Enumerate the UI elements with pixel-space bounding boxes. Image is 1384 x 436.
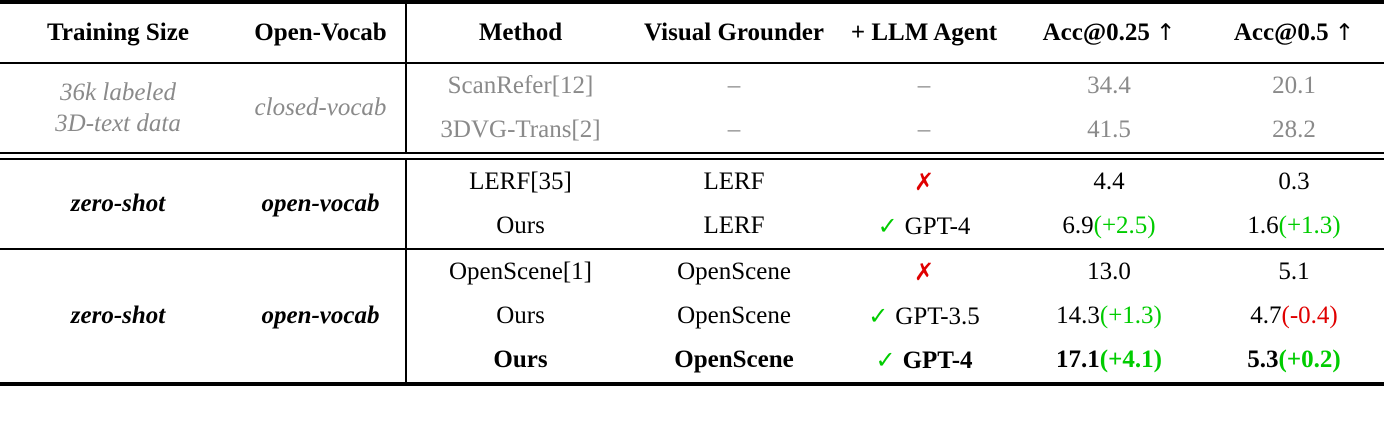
acc25-value: 4.4 — [1093, 168, 1125, 195]
cell-acc25: 41.5 — [1087, 116, 1131, 143]
acc25-delta: (+2.5) — [1093, 212, 1156, 239]
table-row: Ours LERF ✓GPT-4 6.9(+2.5) 1.6(+1.3) — [0, 204, 1384, 248]
group-training-size-openscene: zero-shot — [70, 302, 166, 330]
cell-llm-agent: ✗ — [834, 250, 1014, 294]
acc50-value: 5.3 — [1247, 346, 1279, 373]
group-open-vocab-supervised: closed-vocab — [254, 94, 387, 122]
check-icon: ✓ — [877, 211, 898, 240]
cell-method: Ours — [405, 338, 634, 382]
group-open-vocab-openscene: open-vocab — [261, 302, 380, 330]
llm-agent-label: GPT-3.5 — [895, 302, 980, 330]
cell-acc25: 13.0 — [1014, 250, 1204, 294]
acc50-value: 1.6 — [1247, 212, 1279, 239]
cross-icon: ✗ — [913, 167, 935, 196]
acc25-delta: (+4.1) — [1099, 346, 1162, 373]
cell-visual-grounder: LERF — [703, 212, 765, 239]
cell-acc25: 34.4 — [1087, 72, 1131, 99]
cell-llm-agent: – — [917, 72, 931, 99]
rule-top — [0, 0, 1384, 4]
cell-llm-agent: – — [917, 116, 931, 143]
cell-acc25: 14.3(+1.3) — [1014, 294, 1204, 338]
column-header-llm-agent: + LLM Agent — [850, 19, 998, 46]
cross-icon: ✗ — [913, 257, 935, 286]
cell-method: ScanRefer[12] — [405, 64, 634, 108]
acc50-value: 4.7 — [1250, 302, 1282, 329]
cell-acc50: 5.3(+0.2) — [1204, 338, 1384, 382]
acc50-value: 5.1 — [1278, 258, 1310, 285]
table-row: Ours OpenScene ✓GPT-4 17.1(+4.1) 5.3(+0.… — [0, 338, 1384, 382]
table-row: Ours OpenScene ✓GPT-3.5 14.3(+1.3) 4.7(-… — [0, 294, 1384, 338]
cell-visual-grounder: – — [727, 116, 741, 143]
llm-agent-group: ✓GPT-4 — [875, 346, 972, 375]
column-header-method: Method — [405, 4, 634, 62]
column-header-acc50: Acc@0.5 ↑ — [1204, 4, 1384, 62]
cell-method: Ours — [405, 294, 634, 338]
cell-visual-grounder: – — [727, 72, 741, 99]
acc25-value: 13.0 — [1087, 258, 1131, 285]
acc50-value: 0.3 — [1278, 168, 1310, 195]
cell-acc25: 17.1(+4.1) — [1014, 338, 1204, 382]
column-header-visual-grounder: Visual Grounder — [644, 19, 824, 46]
cell-llm-agent: ✓GPT-3.5 — [834, 294, 1014, 338]
cell-acc50: 0.3 — [1204, 160, 1384, 204]
llm-agent-label: GPT-4 — [904, 212, 971, 240]
acc25-header-text: Acc@0.25 — [1042, 19, 1150, 46]
llm-agent-group: ✓GPT-4 — [878, 212, 971, 241]
acc50-header-text: Acc@0.5 — [1233, 19, 1329, 46]
cell-method: LERF[35] — [405, 160, 634, 204]
cell-acc25: 4.4 — [1014, 160, 1204, 204]
column-header-training-size: Training Size — [47, 19, 189, 46]
acc50-delta: (-0.4) — [1281, 302, 1338, 329]
cell-method: 3DVG-Trans[2] — [405, 108, 634, 152]
group-open-vocab-lerf: open-vocab — [261, 190, 380, 218]
cell-acc50: 4.7(-0.4) — [1204, 294, 1384, 338]
up-arrow-icon: ↑ — [1156, 20, 1176, 46]
acc25-value: 6.9 — [1062, 212, 1094, 239]
table-row: zero-shot open-vocab OpenScene[1] OpenSc… — [0, 250, 1384, 329]
rule-bottom — [0, 382, 1384, 386]
cell-acc50: 20.1 — [1272, 72, 1316, 99]
rule-between-groups — [0, 248, 1384, 250]
training-size-line-2: 3D-text data — [55, 110, 181, 137]
check-icon: ✓ — [875, 345, 896, 374]
column-header-open-vocab: Open-Vocab — [254, 19, 387, 46]
results-table: Training Size Open-Vocab Method Visual G… — [0, 0, 1384, 386]
rule-below-header — [0, 62, 1384, 64]
cell-method: OpenScene[1] — [405, 250, 634, 294]
cell-visual-grounder: LERF — [703, 168, 765, 195]
cell-acc50: 1.6(+1.3) — [1204, 204, 1384, 248]
cell-llm-agent: ✓GPT-4 — [834, 338, 1014, 382]
cell-acc50: 5.1 — [1204, 250, 1384, 294]
column-header-acc25: Acc@0.25 ↑ — [1014, 4, 1204, 62]
llm-agent-label: GPT-4 — [902, 346, 973, 374]
acc50-delta: (+1.3) — [1278, 212, 1341, 239]
cell-visual-grounder: OpenScene — [677, 258, 791, 285]
group-training-size-supervised: 36k labeled 3D-text data — [0, 64, 236, 152]
check-icon: ✓ — [868, 301, 889, 330]
cell-llm-agent: ✓GPT-4 — [834, 204, 1014, 248]
table-row: zero-shot open-vocab LERF[35] LERF ✗ 4.4… — [0, 160, 1384, 217]
acc25-value: 17.1 — [1056, 346, 1100, 373]
acc50-delta: (+0.2) — [1278, 346, 1341, 373]
cell-method: Ours — [405, 204, 634, 248]
cell-visual-grounder: OpenScene — [674, 346, 794, 373]
cell-acc50: 28.2 — [1272, 116, 1316, 143]
cell-acc25: 6.9(+2.5) — [1014, 204, 1204, 248]
table-header-row: Training Size Open-Vocab Method Visual G… — [0, 4, 1384, 62]
group-training-size-lerf: zero-shot — [70, 190, 166, 218]
up-arrow-icon: ↑ — [1334, 20, 1355, 46]
cell-llm-agent: ✗ — [834, 160, 1014, 204]
cell-visual-grounder: OpenScene — [677, 302, 791, 329]
llm-agent-group: ✓GPT-3.5 — [868, 302, 980, 331]
table-row: 3DVG-Trans[2] – – 41.5 28.2 — [0, 108, 1384, 152]
table-row: 36k labeled 3D-text data closed-vocab Sc… — [0, 64, 1384, 137]
rule-double-separator — [0, 152, 1384, 160]
acc25-delta: (+1.3) — [1099, 302, 1162, 329]
training-size-line-1: 36k labeled — [60, 78, 176, 106]
acc25-value: 14.3 — [1056, 302, 1100, 329]
